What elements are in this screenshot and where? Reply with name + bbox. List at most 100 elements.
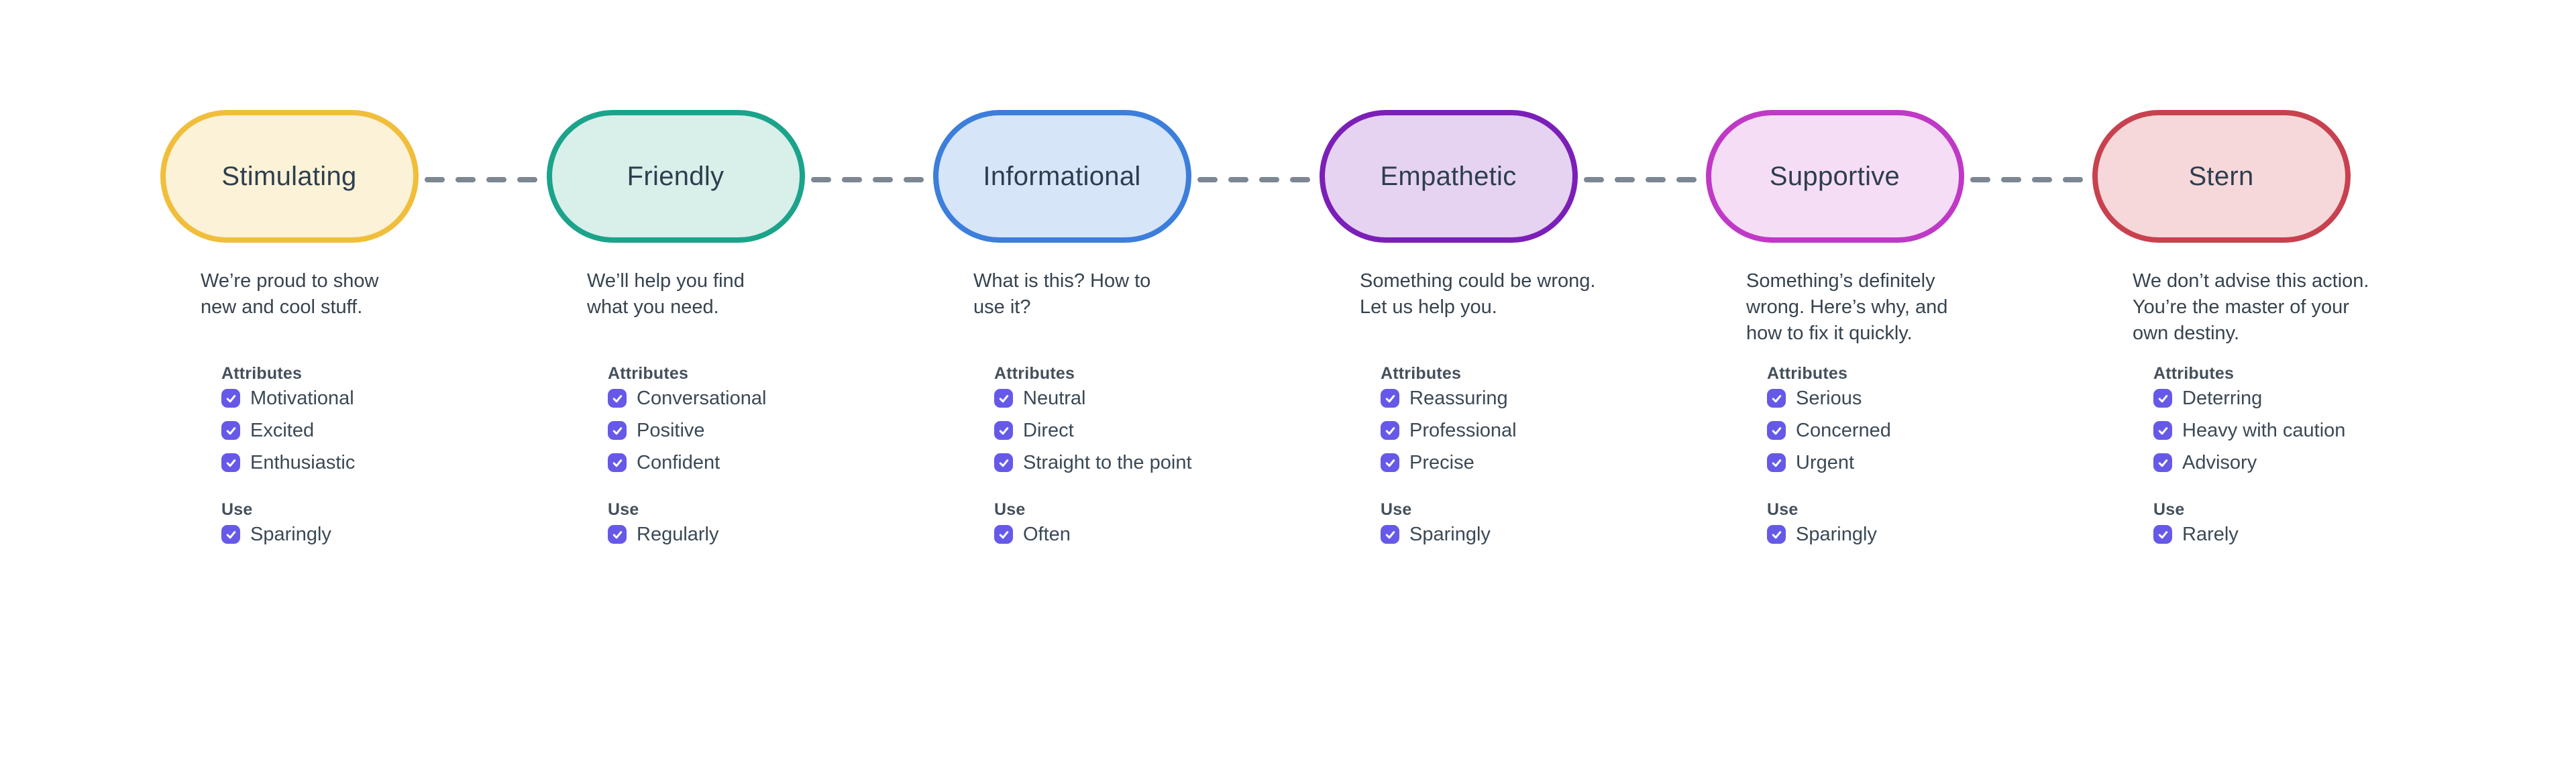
checkbox-checked[interactable] (994, 421, 1013, 440)
checkbox-checked[interactable] (221, 525, 240, 544)
attribute-item: Neutral (994, 387, 1255, 409)
attribute-label: Concerned (1796, 419, 1891, 441)
tone-column-friendly: Friendly We’ll help you find what you ne… (482, 110, 869, 557)
attribute-item: Confident (608, 451, 869, 473)
tone-pill-empathetic: Empathetic (1319, 110, 1578, 243)
attributes-heading: Attributes (2153, 364, 2235, 383)
check-icon (2158, 459, 2167, 467)
attribute-item: Enthusiastic (221, 451, 482, 473)
use-label: Sparingly (1409, 523, 1491, 545)
check-icon (1385, 394, 1395, 402)
attribute-label: Conversational (637, 387, 767, 409)
tone-description: We’re proud to show new and cool stuff. (201, 268, 482, 365)
tone-pill-label: Supportive (1769, 161, 1900, 191)
tone-pill-label: Informational (983, 161, 1141, 191)
checkbox-checked[interactable] (2153, 421, 2172, 440)
checkbox-checked[interactable] (994, 453, 1013, 472)
checkbox-checked[interactable] (608, 453, 627, 472)
use-label: Regularly (637, 523, 719, 545)
attribute-label: Enthusiastic (250, 451, 356, 473)
checkbox-checked[interactable] (2153, 389, 2172, 408)
checkbox-checked[interactable] (1381, 525, 1399, 544)
attributes-heading: Attributes (221, 364, 303, 383)
attribute-label: Positive (637, 419, 705, 441)
checkbox-checked[interactable] (1767, 389, 1786, 408)
checkbox-checked[interactable] (221, 389, 240, 408)
checkbox-checked[interactable] (1381, 453, 1399, 472)
check-icon (1385, 530, 1395, 538)
attribute-label: Neutral (1023, 387, 1086, 409)
attribute-item: Reassuring (1381, 387, 1642, 409)
attributes-heading: Attributes (1767, 364, 1848, 383)
checkbox-checked[interactable] (608, 389, 627, 408)
checkbox-checked[interactable] (221, 421, 240, 440)
check-icon (2158, 394, 2167, 402)
attribute-item: Concerned (1767, 419, 2028, 441)
description-line: new and cool stuff. (201, 296, 363, 318)
attribute-item: Heavy with caution (2153, 420, 2414, 441)
connector-dashed-line (1584, 174, 1698, 182)
attribute-item: Precise (1381, 451, 1642, 473)
description-line: Let us help you. (1360, 296, 1497, 318)
tone-description: We’ll help you find what you need. (587, 268, 869, 365)
attribute-label: Reassuring (1409, 387, 1508, 409)
checkbox-checked[interactable] (1381, 389, 1399, 408)
description-line: You’re the master of your (2133, 296, 2349, 318)
attribute-label: Precise (1409, 451, 1474, 473)
attribute-label: Serious (1796, 387, 1862, 409)
tone-column-supportive: Supportive Something’s definitely wrong.… (1642, 110, 2028, 557)
attribute-label: Advisory (2182, 451, 2257, 473)
checkbox-checked[interactable] (994, 389, 1013, 408)
attribute-item: Professional (1381, 419, 1642, 441)
attribute-item: Direct (994, 420, 1255, 441)
checkbox-checked[interactable] (2153, 453, 2172, 472)
use-item: Sparingly (1381, 523, 1642, 545)
tone-column-stimulating: Stimulating We’re proud to show new and … (96, 110, 482, 557)
checkbox-checked[interactable] (994, 525, 1013, 544)
description-line: wrong. Here’s why, and (1746, 296, 1948, 318)
use-item: Rarely (2153, 524, 2414, 545)
tone-description: What is this? How to use it? (973, 268, 1255, 365)
checkbox-checked[interactable] (2153, 525, 2172, 544)
checkbox-checked[interactable] (1381, 421, 1399, 440)
check-icon (612, 530, 622, 538)
checkbox-checked[interactable] (221, 453, 240, 472)
check-icon (612, 394, 622, 402)
use-heading: Use (2153, 500, 2185, 519)
attribute-label: Professional (1409, 419, 1517, 441)
checkbox-checked[interactable] (1767, 453, 1786, 472)
attribute-label: Confident (637, 451, 720, 473)
description-line: We don’t advise this action. (2133, 270, 2369, 292)
description-line: Something’s definitely (1746, 270, 1935, 292)
tone-pill-stimulating: Stimulating (160, 110, 419, 243)
attribute-label: Straight to the point (1023, 451, 1192, 473)
attribute-item: Motivational (221, 388, 482, 409)
checkbox-checked[interactable] (608, 421, 627, 440)
checkbox-checked[interactable] (608, 525, 627, 544)
check-icon (999, 530, 1008, 538)
tone-of-voice-spectrum-diagram: Stimulating We’re proud to show new and … (96, 110, 2414, 557)
check-icon (1772, 426, 1781, 434)
use-heading: Use (1767, 500, 1799, 519)
check-icon (226, 394, 235, 402)
checkbox-checked[interactable] (1767, 525, 1786, 544)
tone-description: Something’s definitely wrong. Here’s why… (1746, 268, 2028, 365)
tone-pill-friendly: Friendly (546, 110, 805, 243)
attribute-item: Positive (608, 419, 869, 441)
description-line: We’re proud to show (201, 270, 379, 292)
use-item: Regularly (608, 523, 869, 545)
use-heading: Use (994, 500, 1026, 519)
use-label: Often (1023, 523, 1071, 545)
description-line: use it? (973, 296, 1031, 318)
description-line: We’ll help you find (587, 270, 745, 292)
attribute-item: Excited (221, 420, 482, 441)
tone-pill-label: Stimulating (221, 161, 357, 191)
description-line: what you need. (587, 296, 719, 318)
checkbox-checked[interactable] (1767, 421, 1786, 440)
check-icon (1385, 426, 1395, 434)
tone-pill-supportive: Supportive (1705, 110, 1964, 243)
attribute-item: Straight to the point (994, 451, 1255, 473)
use-label: Sparingly (1796, 523, 1877, 545)
check-icon (226, 426, 235, 434)
connector-dashed-line (811, 174, 925, 182)
